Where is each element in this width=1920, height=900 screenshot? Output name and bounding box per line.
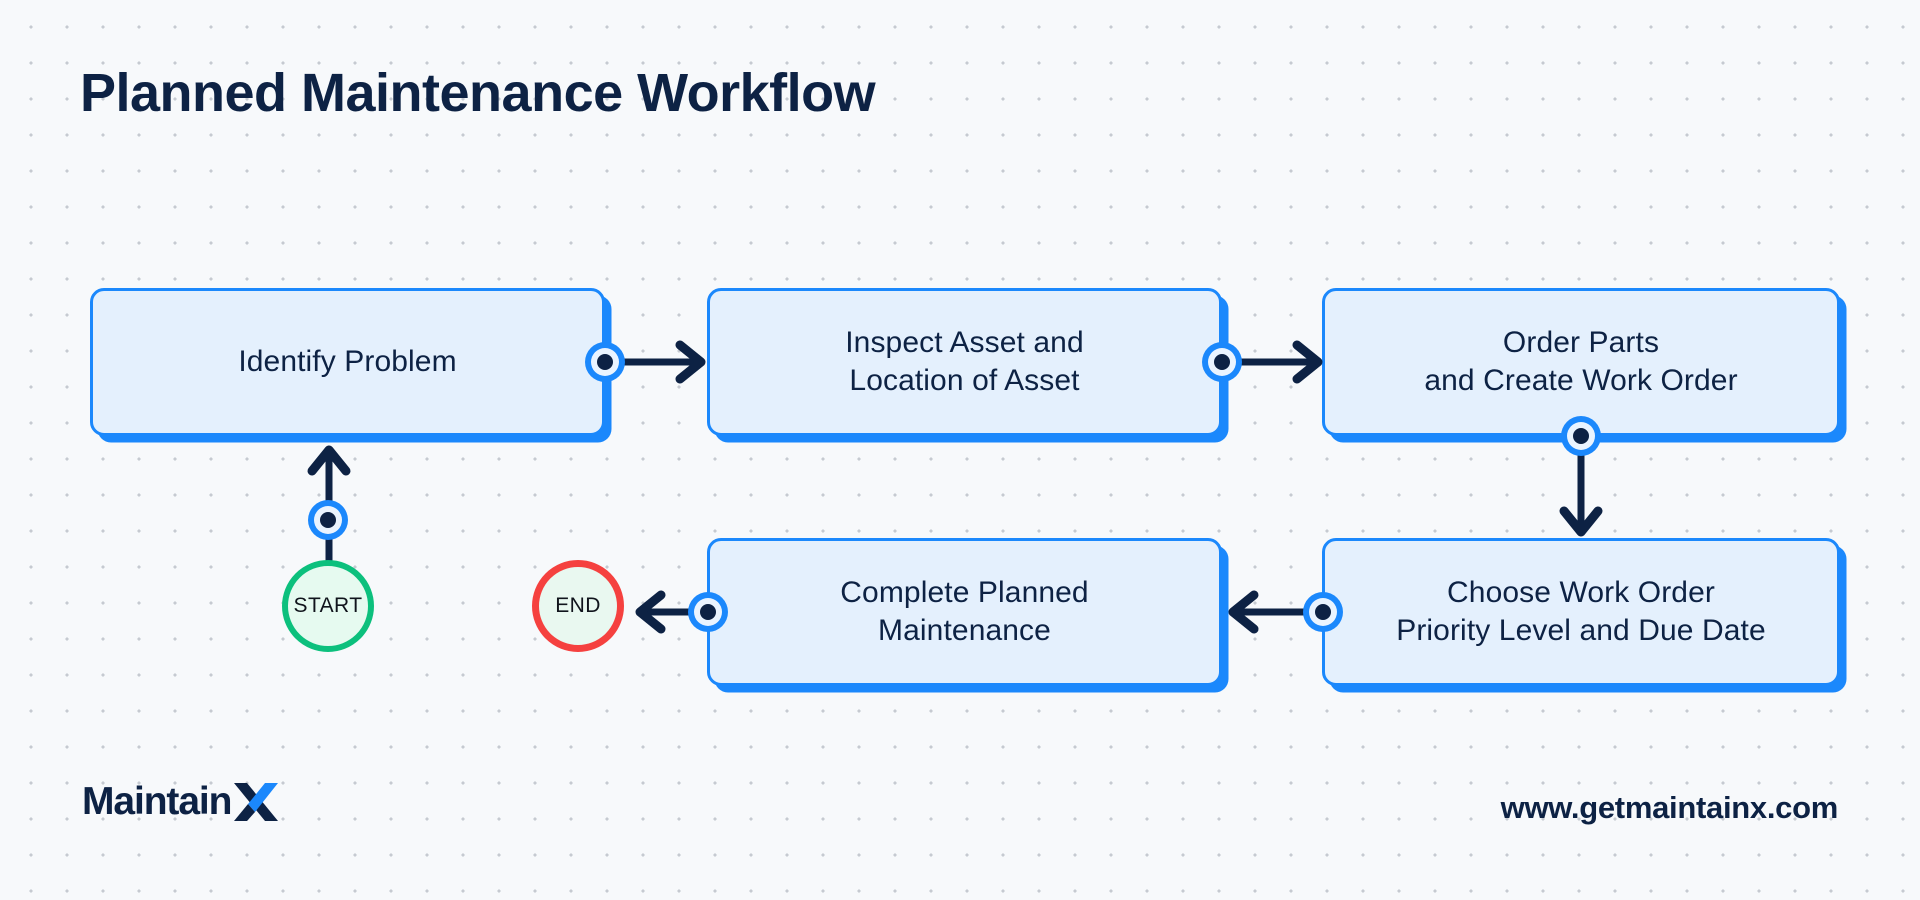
process-box-choose-priority[interactable]: Choose Work Order Priority Level and Due… [1322, 538, 1840, 686]
process-box-inspect-asset[interactable]: Inspect Asset and Location of Asset [707, 288, 1222, 436]
connector-dot-identify-right[interactable] [585, 342, 625, 382]
process-box-label: Inspect Asset and Location of Asset [845, 325, 1084, 397]
terminator-end-label: END [555, 594, 601, 617]
logo-x-icon [234, 782, 279, 821]
process-box-label: Order Parts and Create Work Order [1424, 325, 1738, 397]
connector-dot-identify-bottom[interactable] [308, 500, 348, 540]
process-box-identify-problem[interactable]: Identify Problem [90, 288, 605, 436]
logo-wordmark: Maintain [82, 780, 232, 823]
terminator-start-label: START [293, 594, 363, 617]
terminator-end[interactable]: END [532, 560, 624, 652]
terminator-start[interactable]: START [282, 560, 374, 652]
website-url: www.getmaintainx.com [1500, 790, 1839, 825]
process-box-label: Choose Work Order Priority Level and Due… [1396, 575, 1766, 647]
page-title: Planned Maintenance Workflow [80, 63, 876, 123]
connector-dot-complete-left[interactable] [688, 592, 728, 632]
connector-dot-order-bottom[interactable] [1561, 416, 1601, 456]
connector-dot-priority-left[interactable] [1303, 592, 1343, 632]
process-box-complete-maintenance[interactable]: Complete Planned Maintenance [707, 538, 1222, 686]
process-box-label: Complete Planned Maintenance [840, 575, 1089, 647]
maintainx-logo: Maintain [82, 780, 279, 823]
process-box-order-parts[interactable]: Order Parts and Create Work Order [1322, 288, 1840, 436]
process-box-label: Identify Problem [238, 344, 457, 378]
connector-dot-inspect-right[interactable] [1202, 342, 1242, 382]
